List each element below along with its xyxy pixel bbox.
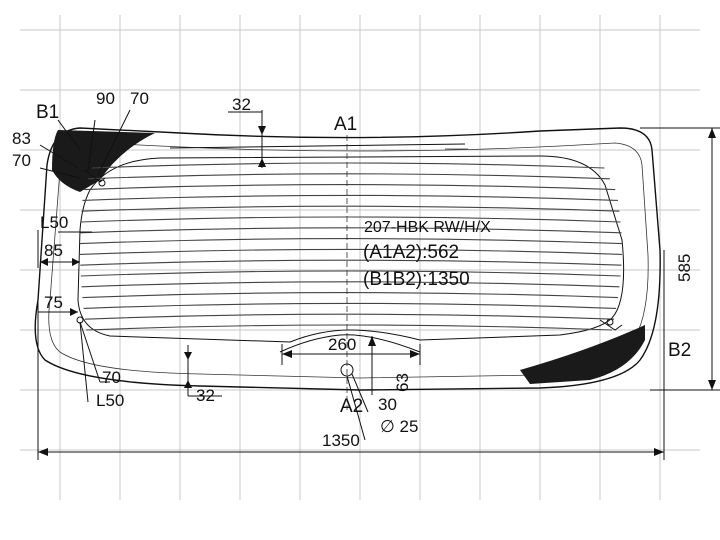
label-b2: B2 bbox=[668, 340, 691, 361]
dimension-lines bbox=[37, 109, 720, 460]
heating-line bbox=[80, 270, 621, 277]
dim-63: 63 bbox=[393, 373, 412, 392]
dim-30: 30 bbox=[378, 395, 397, 414]
heating-line bbox=[82, 194, 618, 201]
heating-line bbox=[84, 184, 616, 191]
label-b1: B1 bbox=[36, 102, 59, 123]
dim-32-top: 32 bbox=[232, 95, 251, 114]
label-a1: A1 bbox=[334, 114, 357, 135]
heating-line bbox=[80, 248, 622, 255]
background-grid bbox=[20, 15, 700, 500]
part-code: 207-HBK RW/H/X bbox=[364, 219, 491, 236]
brake-light-cutout bbox=[279, 334, 421, 353]
glass-outline bbox=[34, 127, 661, 391]
heating-line bbox=[80, 259, 622, 266]
spec-a1a2: (A1A2):562 bbox=[363, 242, 459, 263]
spec-b1b2: (B1B2):1350 bbox=[363, 269, 470, 290]
glass-inner-border bbox=[48, 142, 649, 379]
heating-line bbox=[84, 313, 615, 320]
dim-90: 90 bbox=[96, 89, 115, 108]
antenna-strip bbox=[169, 143, 466, 149]
heating-line bbox=[88, 173, 610, 180]
dim-32-bottom: 32 bbox=[196, 386, 215, 405]
dim-1350: 1350 bbox=[322, 431, 360, 450]
dim-585: 585 bbox=[675, 254, 694, 282]
dim-85: 85 bbox=[44, 241, 63, 260]
heating-lines bbox=[80, 162, 622, 331]
heating-line bbox=[80, 238, 622, 245]
dim-83: 83 bbox=[12, 129, 31, 148]
heating-line bbox=[91, 162, 605, 169]
label-l50-lower: L50 bbox=[96, 391, 124, 410]
dim-260: 260 bbox=[328, 335, 356, 354]
dim-70-bottom: 70 bbox=[102, 368, 121, 387]
heating-line bbox=[83, 302, 617, 309]
dim-70-top: 70 bbox=[130, 89, 149, 108]
dim-25: ∅ 25 bbox=[380, 417, 418, 436]
heating-field-outline bbox=[77, 155, 625, 343]
ceramic-corner-bottom-right bbox=[520, 325, 645, 384]
heating-line bbox=[80, 227, 622, 234]
heating-line bbox=[82, 292, 618, 299]
heating-line bbox=[81, 281, 620, 288]
heating-line bbox=[80, 216, 621, 223]
watermark-text: Avito bbox=[646, 505, 695, 527]
label-a2: A2 bbox=[340, 396, 363, 417]
ceramic-corner-top-left bbox=[52, 130, 155, 192]
dim-75: 75 bbox=[44, 293, 63, 312]
label-l50-upper: L50 bbox=[40, 213, 68, 232]
heating-line bbox=[81, 205, 620, 212]
avito-watermark: Avito bbox=[615, 502, 695, 527]
heating-line bbox=[85, 324, 613, 331]
dim-70-left: 70 bbox=[12, 151, 31, 170]
